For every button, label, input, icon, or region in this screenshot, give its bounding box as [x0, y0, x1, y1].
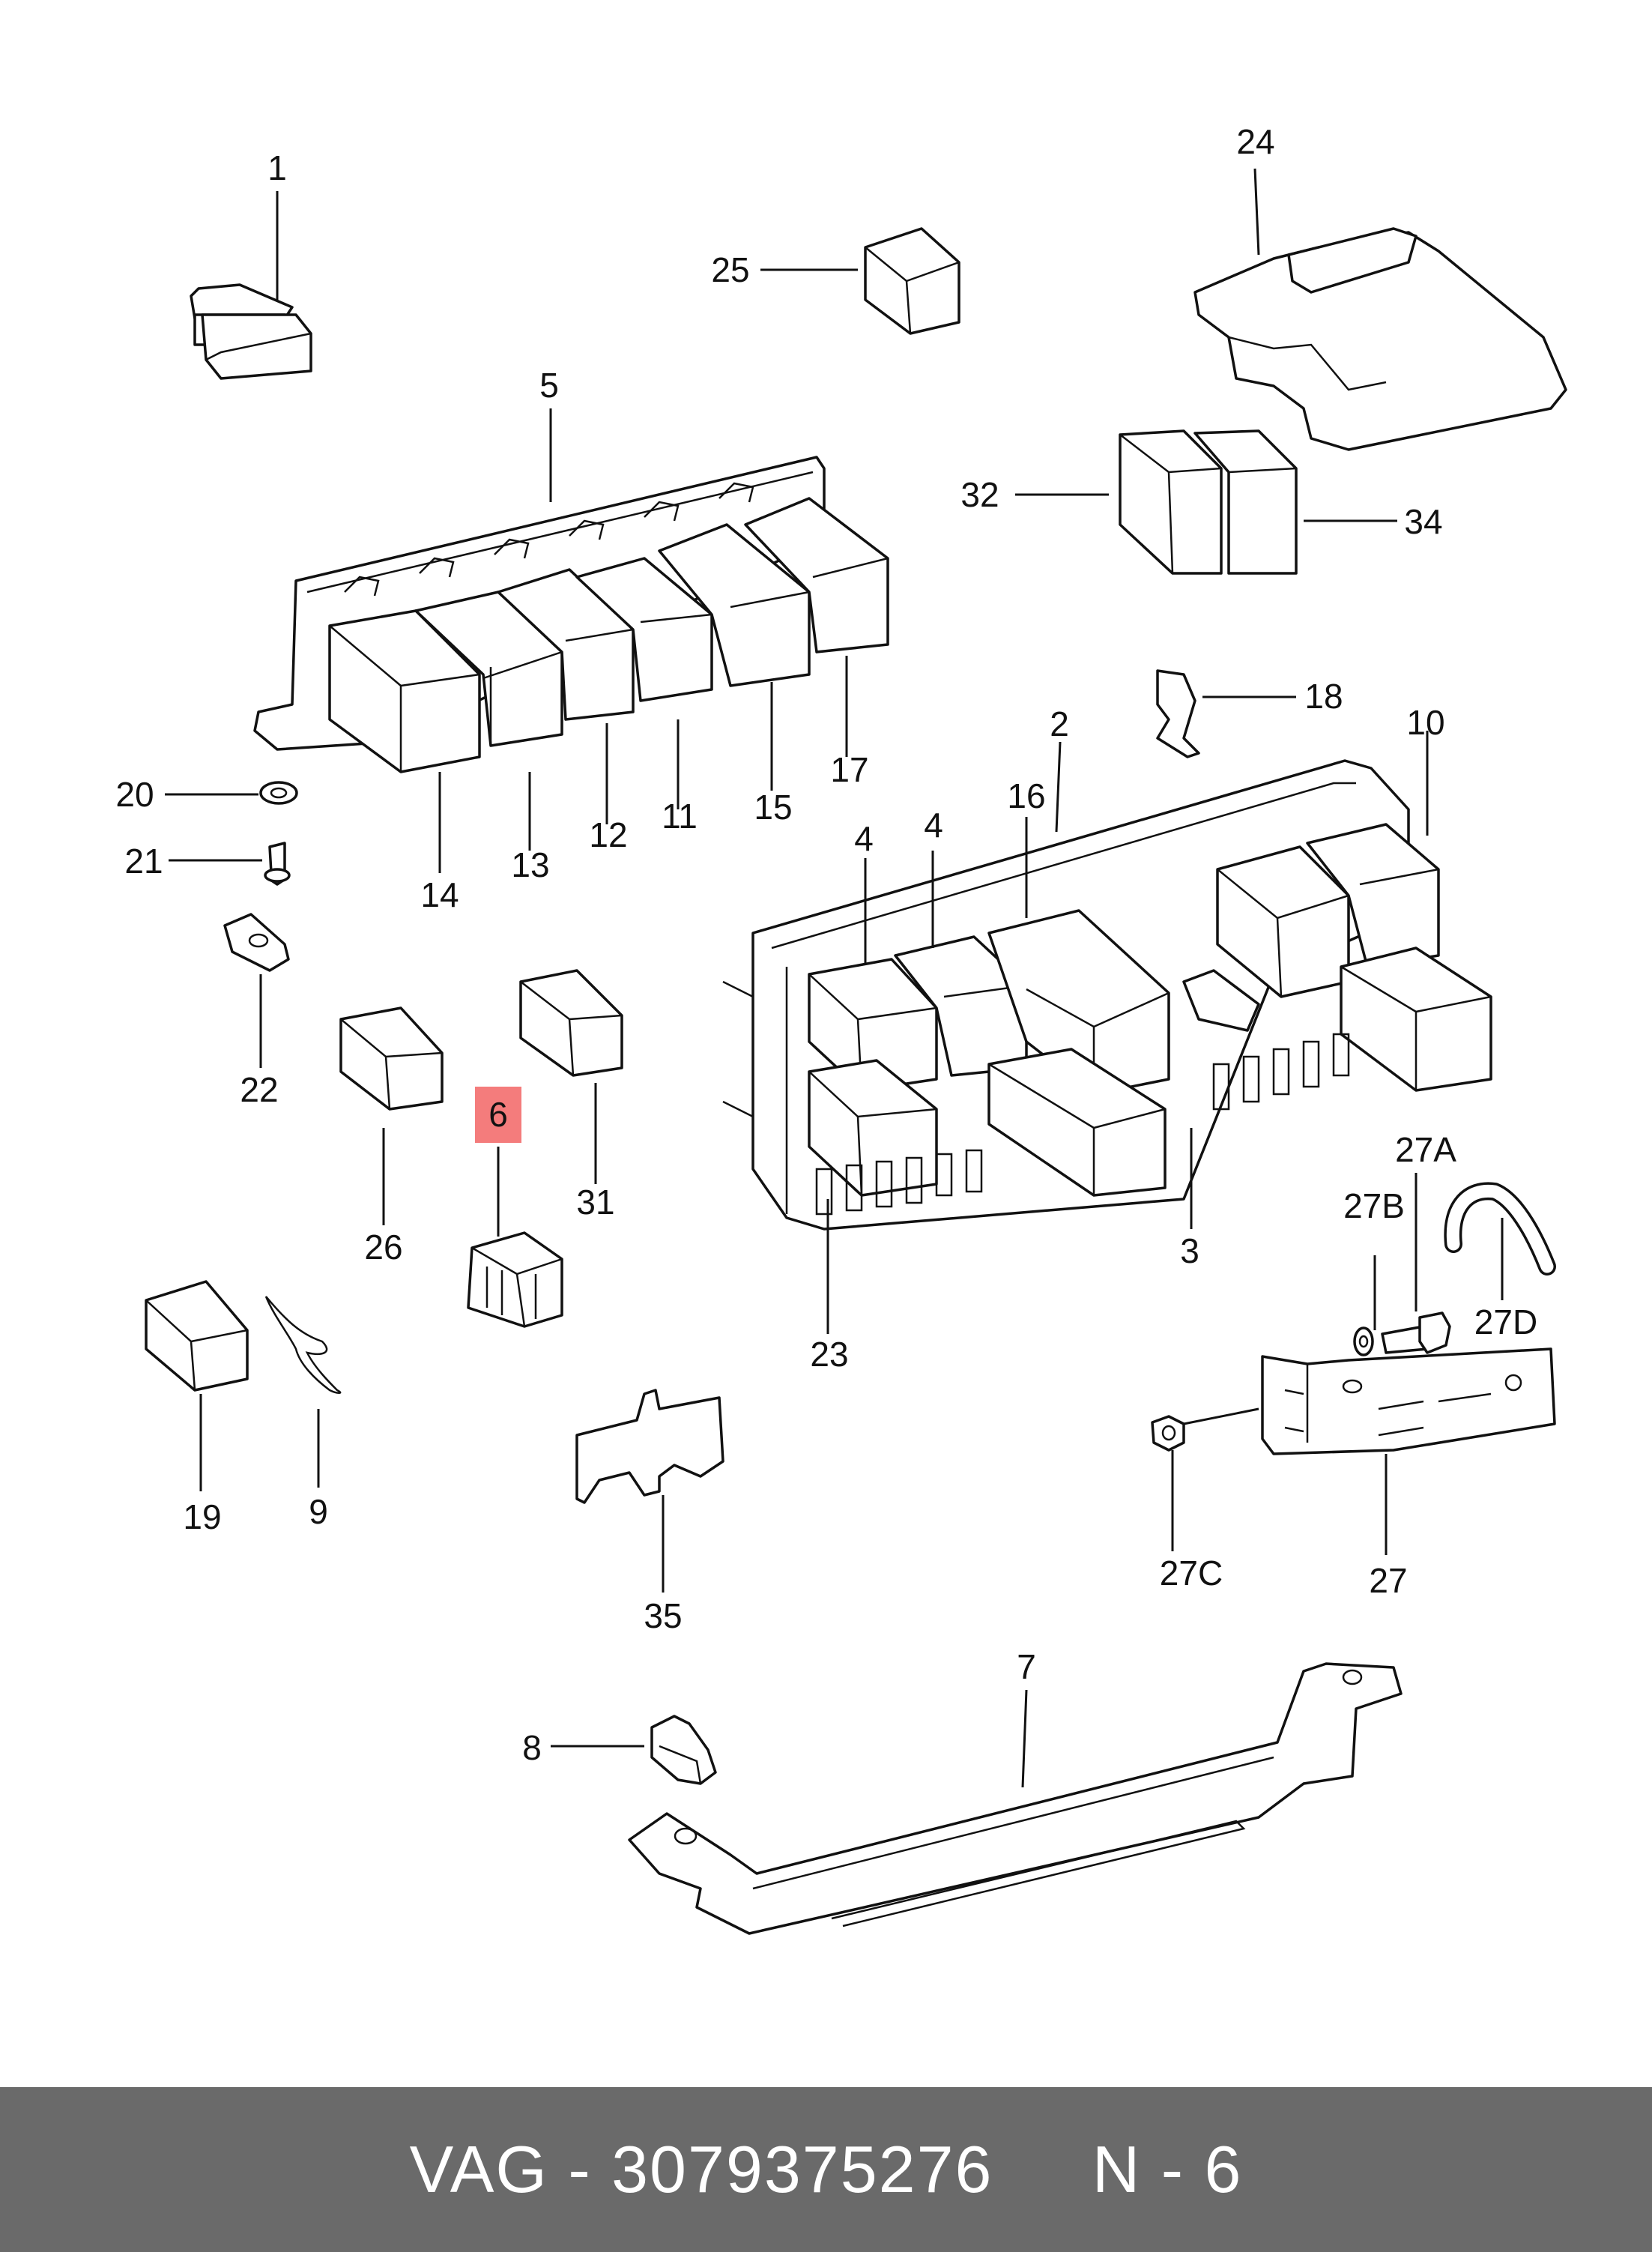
label-24: 24 [1236, 122, 1274, 161]
part-20-washer [259, 781, 298, 805]
label-19: 19 [183, 1497, 221, 1536]
label-17: 17 [830, 750, 868, 789]
part-9-spring-clip [264, 1296, 342, 1394]
label-11: 11 [662, 797, 698, 836]
part-32-34-relays [1119, 429, 1298, 575]
label-1: 1 [267, 148, 287, 187]
label-5: 5 [539, 366, 559, 405]
label-4b: 4 [924, 806, 943, 845]
label-3: 3 [1180, 1231, 1199, 1270]
label-34: 34 [1404, 502, 1442, 541]
label-15: 15 [754, 788, 792, 827]
part-27C-nut [1151, 1415, 1185, 1452]
label-9: 9 [309, 1492, 328, 1531]
part-22-clip-nut [223, 913, 290, 972]
label-27A: 27A [1395, 1130, 1456, 1169]
label-21: 21 [124, 842, 163, 881]
label-2: 2 [1050, 704, 1069, 743]
highlight-box-part-6 [475, 1087, 521, 1143]
part-19-relay [145, 1280, 249, 1392]
label-16: 16 [1007, 776, 1045, 815]
part-8-clip [650, 1715, 717, 1785]
part-35-bracket [575, 1389, 724, 1504]
part-31-relay [519, 969, 623, 1077]
label-12: 12 [589, 815, 627, 854]
label-7: 7 [1017, 1647, 1036, 1686]
label-35: 35 [644, 1596, 682, 1635]
label-27B: 27B [1343, 1186, 1405, 1225]
part-21-screw [264, 842, 291, 886]
footer-part-number: VAG - 3079375276 N - 6 [409, 2132, 1243, 2206]
label-27: 27 [1369, 1561, 1407, 1600]
label-27D: 27D [1474, 1302, 1537, 1341]
label-10: 10 [1406, 703, 1444, 742]
leader-lines [165, 168, 1504, 1788]
label-4a: 4 [854, 819, 874, 858]
part-27A-bolt [1381, 1311, 1451, 1354]
part-26-relay [339, 1006, 444, 1111]
part-27D-hose [1444, 1182, 1556, 1276]
label-18: 18 [1304, 677, 1343, 716]
part-2-central-box [722, 759, 1492, 1231]
parts-diagram: 1 25 24 32 34 5 18 10 2 16 4 4 3 23 20 2… [115, 122, 1567, 1935]
part-27-bracket [1261, 1347, 1556, 1455]
label-6: 6 [488, 1095, 508, 1134]
label-13: 13 [511, 845, 549, 884]
part-labels: 1 25 24 32 34 5 18 10 2 16 4 4 3 23 20 2… [115, 122, 1537, 1767]
label-32: 32 [960, 475, 999, 514]
part-1-fuse [190, 283, 312, 380]
part-5-relay-carrier [253, 456, 889, 773]
part-27B-washer [1353, 1326, 1374, 1356]
part-25-relay [864, 227, 960, 335]
label-31: 31 [576, 1183, 614, 1222]
label-23: 23 [810, 1335, 848, 1374]
label-8: 8 [522, 1728, 542, 1767]
part-24-cover [1193, 227, 1567, 451]
footer-bar: VAG - 3079375276 N - 6 [0, 2087, 1652, 2252]
label-25: 25 [711, 250, 749, 289]
part-7-long-bracket [628, 1662, 1403, 1935]
label-14: 14 [420, 875, 459, 914]
part-18-clip [1156, 669, 1200, 758]
label-26: 26 [364, 1228, 402, 1267]
label-22: 22 [240, 1070, 278, 1109]
label-27C: 27C [1160, 1554, 1223, 1593]
label-20: 20 [115, 775, 154, 814]
part-6-relay-socket [467, 1231, 563, 1328]
